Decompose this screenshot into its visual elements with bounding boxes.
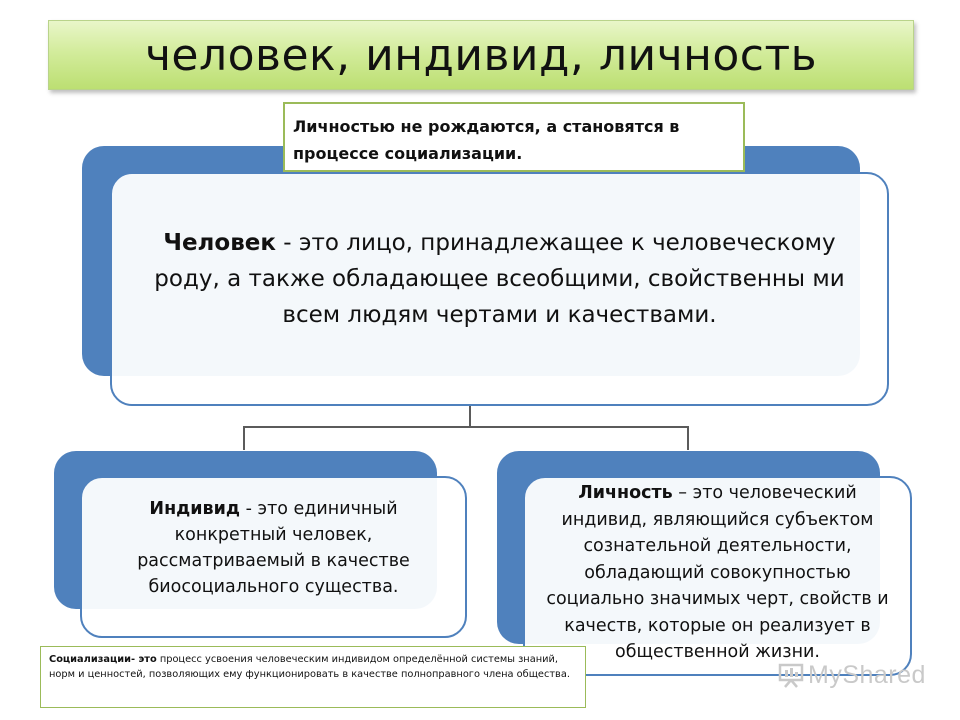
personality-term: Личность xyxy=(578,483,673,503)
connector-vertical xyxy=(469,406,471,427)
watermark: MyShared xyxy=(778,659,928,691)
connector-right-drop xyxy=(687,426,689,450)
connector-horizontal xyxy=(243,426,689,428)
socialization-term-suffix: это xyxy=(135,654,157,665)
human-definition-text: Человек - это лицо, принадлежащее к чело… xyxy=(112,225,887,333)
personality-definition-box: Личность – это человеческий индивид, явл… xyxy=(523,476,912,676)
individual-definition-text: Индивид - это единичный конкретный челов… xyxy=(82,496,465,600)
human-term: Человек xyxy=(163,230,276,256)
personality-definition: – это человеческий индивид, являющийся с… xyxy=(546,483,889,662)
individual-term: Индивид xyxy=(149,499,241,519)
connector-left-drop xyxy=(243,426,245,450)
human-definition: - это лицо, принадлежащее к человеческом… xyxy=(154,230,845,328)
individual-definition-box: Индивид - это единичный конкретный челов… xyxy=(80,476,467,638)
socialization-definition: процесс усвоения человеческим индивидом … xyxy=(49,654,570,680)
page-title: человек, индивид, личность xyxy=(144,29,818,81)
personality-definition-text: Личность – это человеческий индивид, явл… xyxy=(525,480,910,666)
socialization-callout: Личностью не рождаются, а становятся в п… xyxy=(283,102,745,172)
human-definition-box: Человек - это лицо, принадлежащее к чело… xyxy=(110,172,889,406)
watermark-text: MyShared xyxy=(808,660,926,689)
socialization-definition-callout: Социализации- это процесс усвоения челов… xyxy=(40,646,586,708)
individual-definition: - это единичный конкретный человек, расс… xyxy=(137,499,410,597)
socialization-term: Социализации- xyxy=(49,654,136,665)
presentation-icon xyxy=(778,663,804,688)
title-bar: человек, индивид, личность xyxy=(48,20,914,90)
